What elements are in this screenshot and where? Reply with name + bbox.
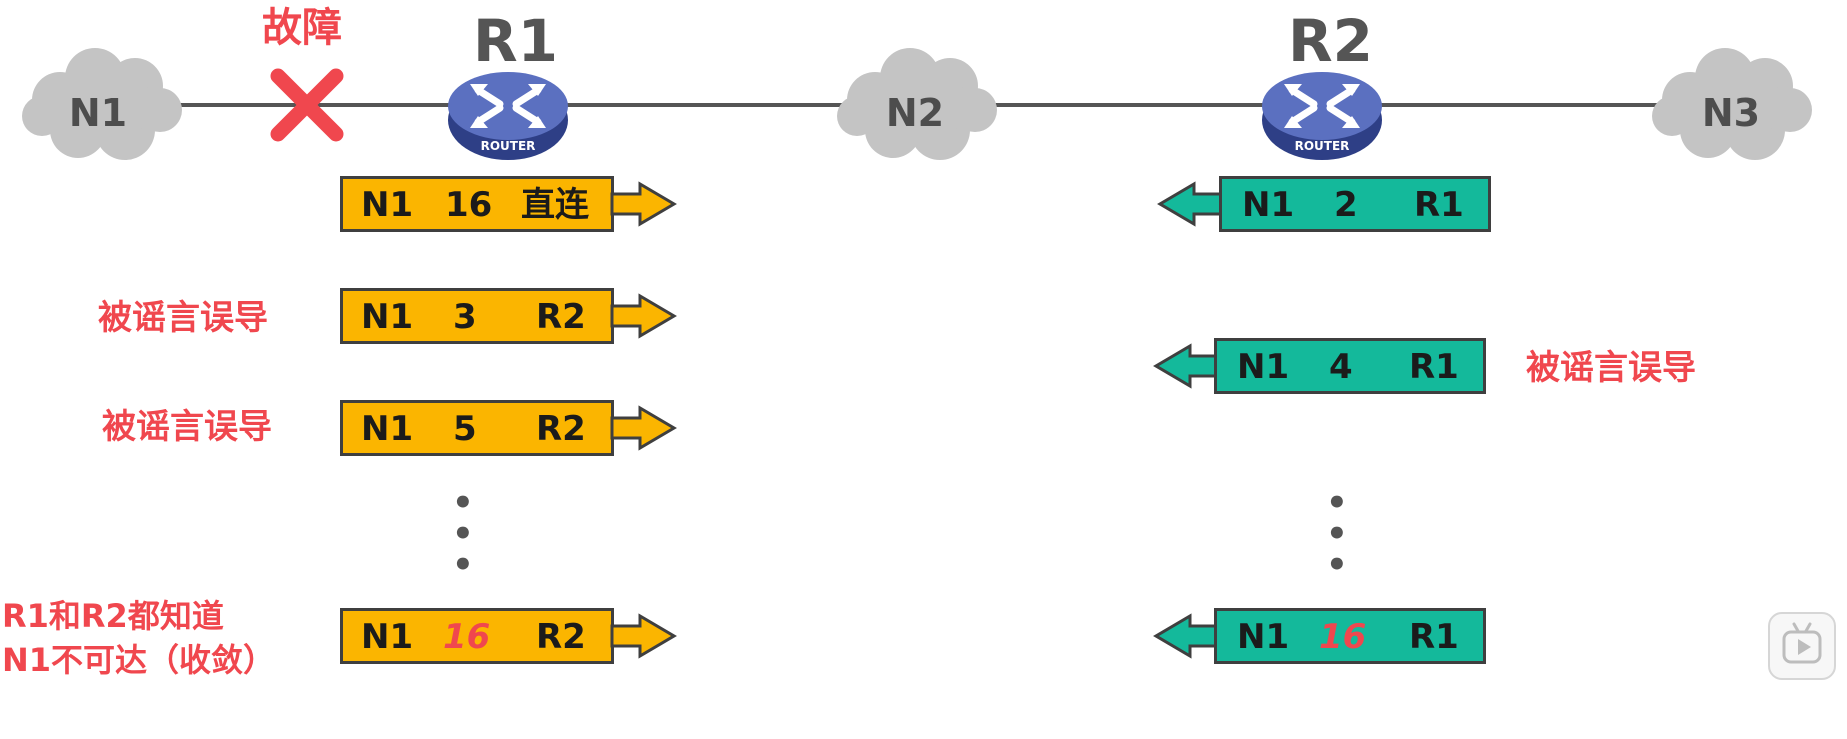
- entry-next-hop: R1: [1409, 347, 1459, 387]
- play-button[interactable]: [1768, 612, 1836, 680]
- x-mark-icon: [270, 68, 344, 142]
- entry-next-hop: R2: [536, 617, 586, 657]
- entry-next-hop: R2: [536, 409, 586, 449]
- fault-label: 故障: [262, 5, 342, 51]
- network-label-n2: N2: [886, 91, 944, 135]
- router-icon: [448, 72, 568, 160]
- entry-distance: 16: [443, 617, 491, 657]
- rumor-label: 被谣言误导: [1526, 348, 1696, 388]
- cloud-n1: [22, 48, 182, 160]
- entry-next-hop: R1: [1409, 617, 1459, 657]
- ellipsis-r2: •••: [1326, 483, 1348, 585]
- rumor-label: 被谣言误导: [98, 298, 268, 338]
- cloud-n2: [837, 48, 997, 160]
- send-arrow-icon: [1157, 181, 1224, 227]
- entry-next-hop: R2: [536, 297, 586, 337]
- r1-route-entry: N1 16 R2: [340, 608, 614, 664]
- network-label-n1: N1: [69, 91, 127, 135]
- entry-next-hop: 直连: [521, 185, 589, 225]
- entry-distance: 3: [453, 297, 477, 337]
- converge-note: R1和R2都知道 N1不可达（收敛）: [2, 594, 275, 682]
- network-label-n3: N3: [1702, 91, 1760, 135]
- entry-distance: 4: [1329, 347, 1353, 387]
- entry-next-hop: R1: [1414, 185, 1464, 225]
- entry-network: N1: [361, 185, 414, 225]
- entry-distance: 16: [1319, 617, 1367, 657]
- router-label-r1: R1: [473, 7, 559, 75]
- send-arrow-icon: [1153, 343, 1220, 389]
- r2-route-entry: N1 4 R1: [1214, 338, 1486, 394]
- entry-network: N1: [361, 409, 414, 449]
- converge-line-1: R1和R2都知道: [2, 597, 224, 635]
- play-icon: [1782, 622, 1822, 664]
- send-arrow-icon: [610, 181, 677, 227]
- r1-route-entry: N1 16 直连: [340, 176, 614, 232]
- r2-route-entry: N1 16 R1: [1214, 608, 1486, 664]
- router-icon: [1262, 72, 1382, 160]
- entry-distance: 5: [453, 409, 477, 449]
- send-arrow-icon: [1153, 613, 1220, 659]
- entry-network: N1: [361, 617, 414, 657]
- entry-network: N1: [1237, 347, 1290, 387]
- converge-line-2: N1不可达（收敛）: [2, 641, 276, 679]
- router-badge-r1: ROUTER: [481, 139, 536, 153]
- cloud-n3: [1652, 48, 1812, 160]
- send-arrow-icon: [610, 613, 677, 659]
- send-arrow-icon: [610, 405, 677, 451]
- entry-network: N1: [1242, 185, 1295, 225]
- entry-distance: 16: [445, 185, 493, 225]
- rumor-label: 被谣言误导: [102, 407, 272, 447]
- r2-route-entry: N1 2 R1: [1219, 176, 1491, 232]
- entry-distance: 2: [1334, 185, 1358, 225]
- ellipsis-r1: •••: [452, 483, 474, 585]
- r1-route-entry: N1 3 R2: [340, 288, 614, 344]
- router-badge-r2: ROUTER: [1295, 139, 1350, 153]
- router-label-r2: R2: [1288, 7, 1374, 75]
- send-arrow-icon: [610, 293, 677, 339]
- entry-network: N1: [1237, 617, 1290, 657]
- network-topology: N1 N2 N3 ROUTER ROUTER: [22, 48, 1812, 160]
- r1-route-entry: N1 5 R2: [340, 400, 614, 456]
- entry-network: N1: [361, 297, 414, 337]
